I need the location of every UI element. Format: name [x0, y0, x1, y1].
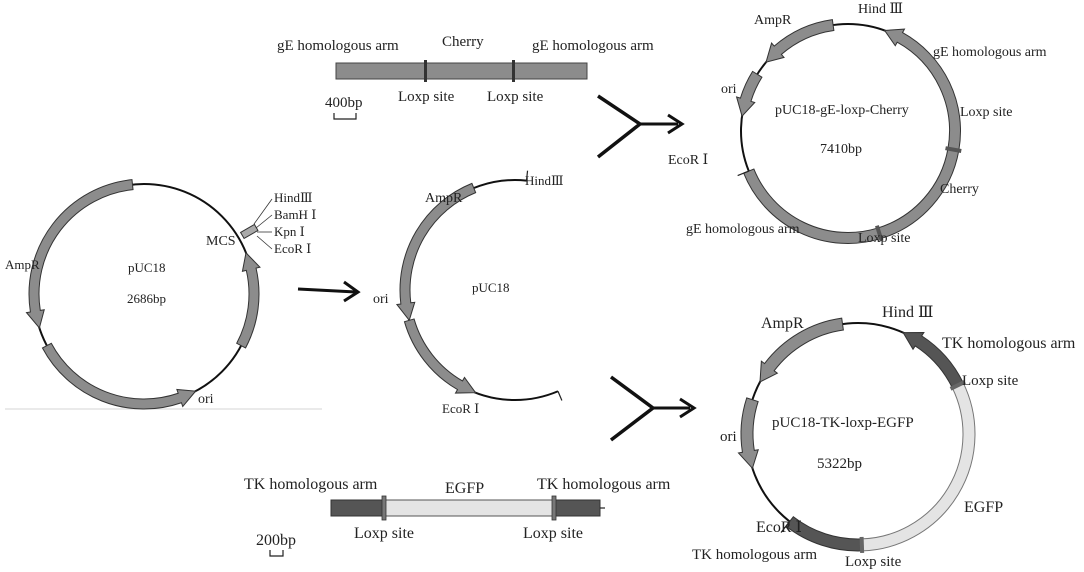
cherry-insert-label: Cherry — [940, 182, 979, 197]
bottom-loxp-label-2: Loxp site — [523, 525, 583, 542]
egfp-ampr-label: AmpR — [761, 315, 804, 332]
mcs-pointer-2 — [255, 214, 273, 229]
lin-ampr-label: AmpR — [425, 191, 463, 206]
egfp-arm-bottom-label: TK homologous arm — [692, 547, 817, 563]
bottom-loxp-marker-2 — [551, 495, 557, 521]
top-scale-bar — [333, 113, 357, 120]
lin-ecor-tick — [557, 391, 563, 401]
cherry-plasmid-map: AmpR Hind Ⅲ gE homologous arm ori Loxp s… — [668, 2, 1047, 246]
lin-ori-segment — [403, 318, 477, 394]
puc18-lacz-segment — [236, 251, 261, 349]
mcs-label: MCS — [206, 234, 236, 249]
bottom-right-arm-label: TK homologous arm — [537, 476, 671, 493]
top-loxp-marker-1 — [424, 60, 427, 82]
mcs-site-kpni: Kpn Ⅰ — [274, 224, 305, 239]
linearized-puc18-map: AmpR HindⅢ ori EcoR Ⅰ pUC18 — [373, 170, 564, 416]
puc18-size: 2686bp — [127, 291, 166, 306]
lin-ampr-segment — [395, 182, 477, 322]
egfp-ecor-label: EcoR Ⅰ — [756, 519, 802, 536]
lin-name: pUC18 — [472, 280, 510, 295]
lin-ecor-label: EcoR Ⅰ — [442, 401, 479, 416]
egfp-ecor-tick — [780, 521, 791, 533]
egfp-ori-segment — [737, 397, 759, 470]
cherry-loxp-label-2: Loxp site — [858, 231, 911, 246]
cherry-arm-top-label: gE homologous arm — [933, 45, 1047, 60]
top-left-arm-label: gE homologous arm — [277, 38, 399, 54]
cherry-ori-segment — [735, 70, 763, 118]
top-middle-label: Cherry — [442, 34, 484, 50]
mcs-site-hindiii: HindⅢ — [274, 190, 313, 205]
egfp-arm-top-label: TK homologous arm — [942, 335, 1076, 352]
mcs-marker — [239, 223, 259, 240]
bottom-arm-left — [330, 499, 385, 517]
top-loxp-label-1: Loxp site — [398, 89, 455, 105]
egfp-plasmid-map: AmpR Hind Ⅲ TK homologous arm Loxp site … — [692, 304, 1076, 570]
puc18-ampr-segment — [25, 179, 134, 330]
top-construct-bar — [335, 62, 588, 80]
mcs-site-ecori: EcoR Ⅰ — [274, 241, 311, 256]
egfp-insert-segment — [861, 382, 976, 552]
egfp-loxp-marker-1 — [949, 380, 966, 391]
egfp-size: 5322bp — [817, 456, 862, 472]
merge-arrow-bottom — [609, 375, 697, 442]
lin-ori-label: ori — [373, 292, 389, 307]
cherry-ori-label: ori — [721, 82, 737, 97]
cherry-ampr-label: AmpR — [754, 13, 792, 28]
bottom-scale-label: 200bp — [256, 532, 296, 549]
bottom-left-arm-label: TK homologous arm — [244, 476, 378, 493]
merge-arrow-top — [596, 94, 685, 159]
top-linear-construct: gE homologous arm Cherry gE homologous a… — [277, 34, 654, 120]
egfp-arm-bottom-segment — [785, 516, 863, 552]
mcs-site-bamhi: BamH Ⅰ — [274, 207, 316, 222]
cherry-ecor-tick — [737, 170, 750, 177]
lin-hind-label: HindⅢ — [525, 173, 564, 188]
mcs-pointer-1 — [253, 198, 273, 225]
cherry-size: 7410bp — [820, 142, 862, 157]
mcs-pointer-4 — [256, 235, 273, 250]
bottom-egfp-segment — [383, 499, 555, 517]
cherry-loxp-label-1: Loxp site — [960, 105, 1013, 120]
egfp-ori-label: ori — [720, 429, 737, 445]
top-right-arm-label: gE homologous arm — [532, 38, 654, 54]
cherry-ecor-label: EcoR Ⅰ — [668, 153, 708, 168]
linearize-arrow — [297, 280, 361, 303]
egfp-ampr-segment — [759, 317, 844, 383]
cherry-arm-bottom-label: gE homologous arm — [686, 222, 800, 237]
bottom-linear-construct: TK homologous arm EGFP TK homologous arm… — [244, 476, 671, 557]
bottom-arm-right — [553, 499, 601, 517]
puc18-plasmid-map: HindⅢ BamH Ⅰ Kpn Ⅰ EcoR Ⅰ MCS AmpR ori p… — [5, 179, 322, 410]
bottom-loxp-marker-1 — [381, 495, 387, 521]
puc18-name: pUC18 — [128, 260, 166, 275]
cherry-ampr-segment — [765, 19, 835, 63]
lin-hind-tick — [525, 170, 529, 181]
bottom-loxp-label-1: Loxp site — [354, 525, 414, 542]
egfp-loxp-label-2: Loxp site — [845, 554, 902, 570]
cherry-name: pUC18-gE-loxp-Cherry — [775, 103, 909, 118]
top-loxp-label-2: Loxp site — [487, 89, 544, 105]
puc18-ampr-label: AmpR — [5, 257, 40, 272]
egfp-name: pUC18-TK-loxp-EGFP — [772, 415, 914, 431]
egfp-loxp-label-1: Loxp site — [962, 373, 1019, 389]
cherry-hind-label: Hind Ⅲ — [858, 2, 903, 17]
cherry-loxp-marker-2 — [875, 225, 884, 242]
puc18-ori-label: ori — [198, 392, 214, 407]
bottom-scale-bar — [269, 550, 284, 557]
puc18-ori-segment — [41, 342, 197, 410]
cherry-loxp-marker-1 — [945, 146, 962, 153]
top-loxp-marker-2 — [512, 60, 515, 82]
cherry-arm-bottom-segment — [743, 168, 882, 244]
egfp-insert-label: EGFP — [964, 499, 1003, 516]
egfp-loxp-marker-2 — [859, 536, 865, 553]
bottom-middle-label: EGFP — [445, 480, 484, 497]
top-scale-label: 400bp — [325, 95, 363, 111]
egfp-hind-label: Hind Ⅲ — [882, 304, 933, 321]
